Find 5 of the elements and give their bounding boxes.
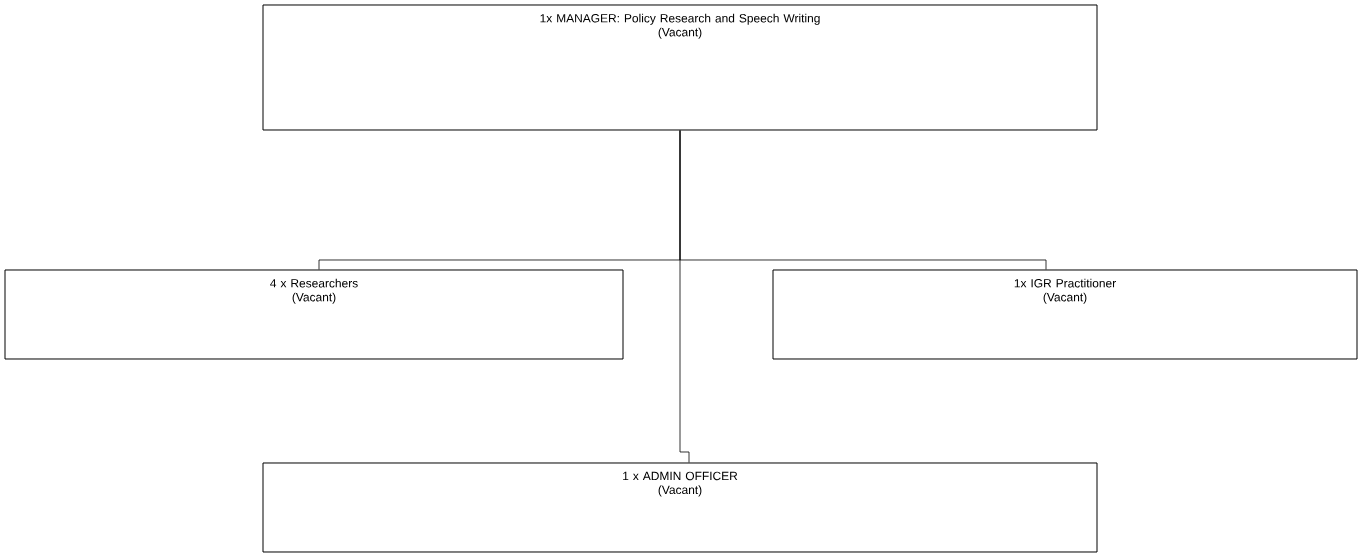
position-box: 1x IGR Practitioner (Vacant) (772, 269, 1358, 360)
position-box: 1x MANAGER: Policy Research and Speech Writing (Vacant) (262, 4, 1098, 131)
position-box: 4 x Researchers (Vacant) (4, 269, 624, 360)
connector-line (679, 130, 690, 463)
position-box: 1 x ADMIN OFFICER (Vacant) (262, 462, 1098, 553)
